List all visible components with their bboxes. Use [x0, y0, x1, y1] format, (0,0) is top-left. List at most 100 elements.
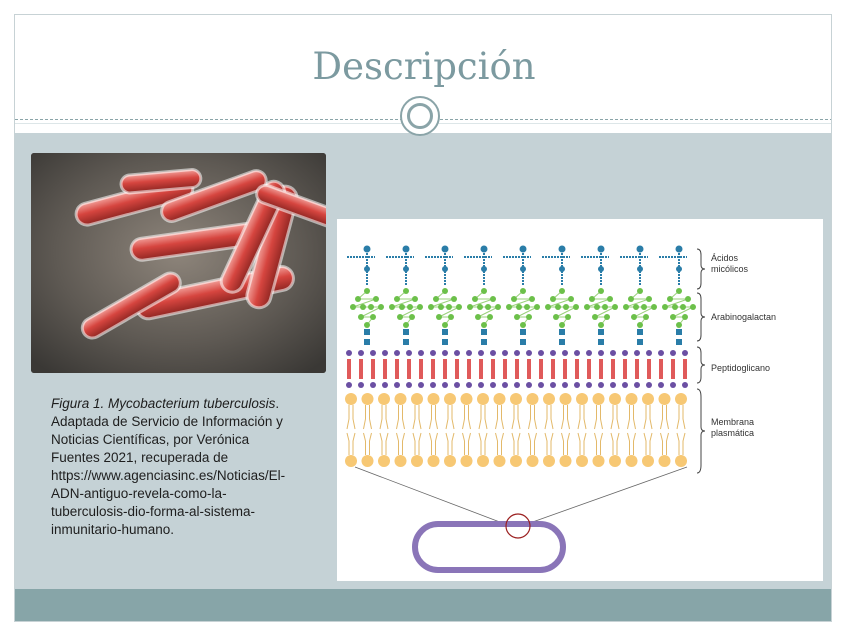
cell-wall-layers	[345, 245, 696, 467]
arabinogalactan-sugar	[485, 304, 491, 310]
peptidoglycan-sugar	[466, 350, 472, 356]
arabinogalactan-sugar	[520, 322, 526, 328]
arabinogalactan-sugar	[433, 296, 439, 302]
peptidoglycan-sugar	[346, 382, 352, 388]
lipid-head	[427, 455, 440, 467]
figure-caption: Figura 1. Mycobacterium tuberculosis. Ad…	[51, 395, 301, 539]
lipid-head	[559, 455, 572, 467]
linker-unit	[559, 339, 565, 345]
lipid-tail	[363, 405, 372, 455]
lipid-head	[642, 455, 654, 467]
arabinogalactan-sugar	[436, 314, 442, 320]
peptide-bridge	[491, 359, 495, 379]
arabinogalactan-sugar	[555, 304, 561, 310]
arabinogalactan-link	[438, 306, 460, 318]
figure-label: Figura 1.	[51, 396, 105, 411]
peptidoglycan-sugar	[502, 350, 508, 356]
linker-unit	[442, 339, 448, 345]
mycolic-node	[364, 266, 370, 272]
arabinogalactan-sugar	[680, 304, 686, 310]
arabinogalactan-link	[508, 298, 533, 308]
arabinogalactan-sugar	[394, 296, 400, 302]
arabinogalactan-sugar	[594, 304, 600, 310]
arabinogalactan-sugar	[628, 296, 634, 302]
peptidoglycan-sugar	[610, 350, 616, 356]
mycolic-head	[402, 245, 410, 253]
lipid-head	[658, 393, 671, 405]
arabinogalactan-sugar	[412, 296, 418, 302]
peptide-bridge	[683, 359, 687, 379]
peptide-bridge	[419, 359, 423, 379]
caption-text: . Adaptada de Servicio de Información y …	[51, 396, 286, 537]
mycolic-node	[637, 266, 643, 272]
bacteria-illustration	[31, 153, 326, 373]
arabinogalactan-sugar	[355, 296, 361, 302]
peptidoglycan-sugar	[454, 382, 460, 388]
lipid-head	[411, 455, 423, 467]
arabinogalactan-sugar	[672, 304, 678, 310]
arabinogalactan-sugar	[475, 314, 481, 320]
arabinogalactan-sugar	[685, 296, 691, 302]
peptide-bridge	[599, 359, 603, 379]
mycolic-node	[676, 266, 682, 272]
peptide-bridge	[479, 359, 483, 379]
mycolic-node	[442, 266, 448, 272]
peptidoglycan-sugar	[346, 350, 352, 356]
zoom-circle	[505, 513, 531, 539]
peptidoglycan-sugar	[670, 350, 676, 356]
lipid-head	[378, 393, 390, 405]
peptidoglycan-sugar	[526, 350, 532, 356]
arabinogalactan-sugar	[524, 304, 530, 310]
mycolic-head	[480, 245, 488, 253]
arabinogalactan-sugar	[438, 304, 444, 310]
peptidoglycan-sugar	[646, 382, 652, 388]
arabinogalactan-sugar	[403, 322, 409, 328]
lipid-tail	[610, 405, 620, 455]
lipid-tail	[396, 405, 405, 455]
arabinogalactan-sugar	[589, 296, 595, 302]
linker-unit	[520, 339, 526, 345]
label-arabinogalactan: Arabinogalactan	[711, 312, 776, 322]
arabinogalactan-sugar	[446, 304, 452, 310]
lipid-head	[559, 393, 572, 405]
lipid-tail	[346, 405, 356, 455]
arabinogalactan-bracket	[696, 292, 706, 342]
lipid-head	[427, 393, 440, 405]
arabinogalactan-sugar	[682, 314, 688, 320]
membrane-bracket	[696, 388, 706, 474]
linker-unit	[364, 329, 370, 335]
arabinogalactan-sugar	[399, 304, 405, 310]
mycolic-node	[403, 266, 409, 272]
arabinogalactan-link	[352, 298, 377, 308]
peptidoglycan-sugar	[502, 382, 508, 388]
arabinogalactan-sugar	[646, 296, 652, 302]
label-peptidoglycan: Peptidoglicano	[711, 363, 770, 373]
peptidoglycan-sugar	[406, 350, 412, 356]
arabinogalactan-sugar	[364, 322, 370, 328]
arabinogalactan-sugar	[563, 304, 569, 310]
peptidoglycan-sugar	[454, 350, 460, 356]
mycolic-head	[597, 245, 605, 253]
lipid-tail	[445, 405, 455, 455]
arabinogalactan-sugar	[389, 304, 395, 310]
arabinogalactan-sugar	[667, 296, 673, 302]
lipid-head	[444, 393, 456, 405]
arabinogalactan-sugar	[403, 288, 409, 294]
lipid-tail	[412, 405, 422, 455]
peptide-bridge	[443, 359, 447, 379]
arabinogalactan-sugar	[467, 304, 473, 310]
peptide-bridge	[503, 359, 507, 379]
slide: Descripción	[14, 14, 832, 622]
arabinogalactan-sugar	[604, 314, 610, 320]
arabinogalactan-sugar	[637, 288, 643, 294]
arabinogalactan-link	[586, 298, 611, 308]
lipid-head	[658, 455, 671, 467]
arabinogalactan-link	[516, 306, 538, 318]
arabinogalactan-sugar	[565, 314, 571, 320]
peptide-bridge	[527, 359, 531, 379]
peptide-bridge	[587, 359, 591, 379]
label-mycolic-2: micólicos	[711, 264, 749, 274]
arabinogalactan-link	[547, 298, 572, 308]
peptidoglycan-sugar	[622, 350, 628, 356]
peptide-bridge	[539, 359, 543, 379]
